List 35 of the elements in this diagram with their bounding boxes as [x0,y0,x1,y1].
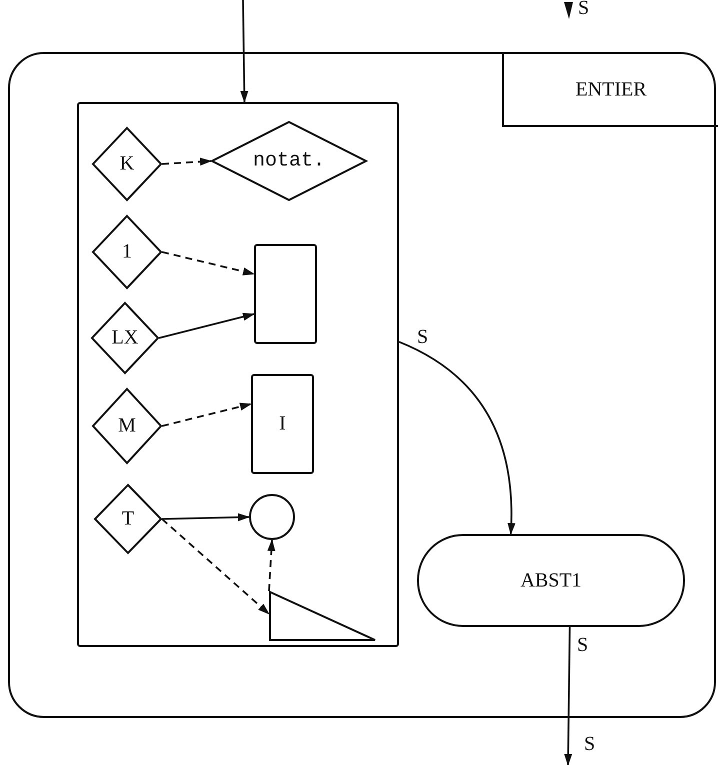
node-label: T [122,508,134,530]
node-label: I [279,412,286,436]
arrow [162,158,212,166]
process-box [251,374,314,474]
circle-node [249,494,295,540]
outer-frame [8,52,716,718]
arrow [564,626,572,765]
triangle-node [269,591,376,641]
decision-diamond [92,215,162,289]
decision-diamond [94,484,162,554]
arrow [240,0,248,103]
node-label: LX [112,326,138,350]
node-label: notat. [253,150,325,172]
node-label: K [120,152,134,176]
signal-label: S [578,0,590,20]
signal-label: S [584,733,596,756]
arrow [158,312,255,339]
terminal-pill [417,534,685,627]
node-label: ABST1 [520,569,582,592]
decision-diamond [92,388,162,464]
node-label: M [118,414,136,438]
decision-diamond [211,121,367,201]
arrow [267,539,276,592]
decision-diamond [92,127,162,201]
arrow [162,251,255,276]
arrow [162,402,252,427]
process-box [254,244,317,344]
process-box [77,102,399,647]
arrow [398,340,516,535]
decision-diamond [91,302,159,374]
node-label: ENTIER [575,78,647,101]
arrow [162,513,250,522]
node-label: 1 [122,240,132,264]
arrow [161,518,270,615]
title-tab [502,54,718,127]
